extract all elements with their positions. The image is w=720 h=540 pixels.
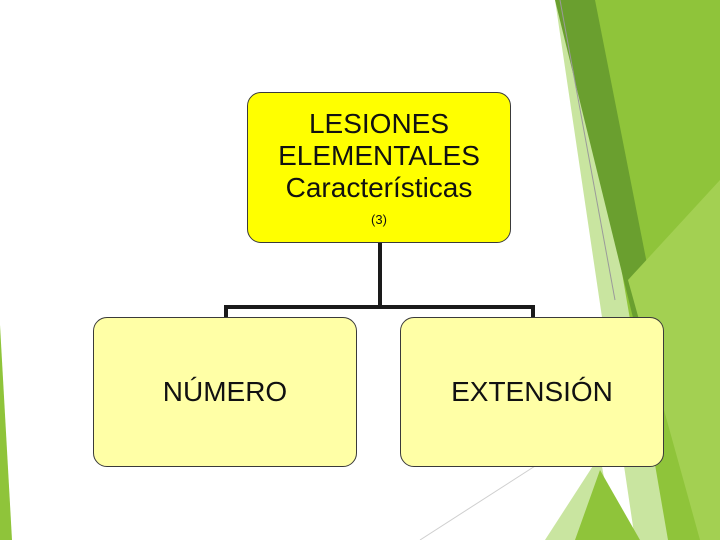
connector-drop-left: [224, 305, 228, 318]
root-title-line-3: Características: [285, 171, 473, 203]
root-reference: (3): [371, 211, 387, 227]
connector-drop-right: [531, 305, 535, 318]
root-title-line-2: ELEMENTALES: [278, 139, 480, 171]
decor-band-mid: [628, 180, 720, 540]
child-node-label: NÚMERO: [162, 376, 288, 407]
child-node-extension: EXTENSIÓN: [400, 317, 664, 467]
child-node-label: EXTENSIÓN: [451, 376, 613, 407]
connector-root-stem: [378, 243, 382, 307]
root-title-line-1: LESIONES: [308, 107, 450, 139]
decor-bottom-triangle: [575, 470, 640, 540]
decor-thin-line-1: [559, 0, 616, 301]
root-node: LESIONES ELEMENTALES Características (3): [247, 92, 511, 243]
connector-horizontal-bus: [224, 305, 535, 309]
child-node-numero: NÚMERO: [93, 317, 357, 467]
decor-left-sliver: [0, 325, 12, 540]
decor-band-dark: [555, 0, 660, 330]
